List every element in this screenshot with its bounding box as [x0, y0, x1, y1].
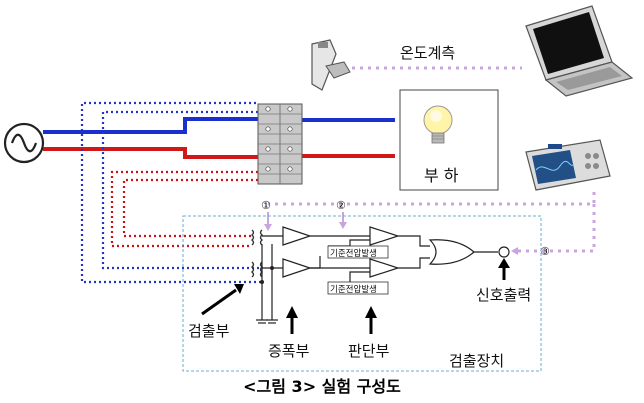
ir-thermometer-icon [311, 39, 351, 91]
current-sensor-coil-2 [250, 261, 264, 278]
comparator-2 [369, 258, 400, 278]
signal-output-arrow [498, 258, 510, 280]
reference-voltage-box-2 [327, 281, 389, 295]
temperature-measurement-label: 온도계측 [400, 44, 455, 62]
probe-3-arrow [511, 247, 518, 255]
or-gate [428, 239, 475, 265]
oscilloscope-signal-lines [268, 192, 596, 253]
detection-device-boundary [182, 215, 542, 372]
marker-1: ① [261, 199, 271, 212]
blue-supply-line [43, 117, 395, 134]
probe-1-arrow [264, 224, 272, 231]
reference-voltage-label-1: 기준전압발생 [330, 248, 377, 259]
junction-dot [260, 280, 264, 284]
detection-unit-arrow [201, 284, 244, 316]
output-node [498, 246, 510, 258]
amplifier-1 [282, 226, 312, 246]
current-sensor-coil-1 [250, 229, 264, 246]
amplifier-unit-label: 증폭부 [268, 342, 310, 360]
probe-2-arrow [339, 222, 347, 229]
marker-3: ③ [540, 245, 550, 258]
amplifier-2 [282, 258, 312, 278]
load-box [399, 89, 499, 191]
lightbulb-icon [423, 105, 453, 144]
reference-voltage-label-2: 기준전압발생 [330, 284, 377, 295]
comparator-1 [369, 226, 400, 246]
judgment-unit-label: 판단부 [348, 342, 390, 360]
judgment-unit-arrow [365, 306, 377, 334]
detection-unit-label: 검출부 [188, 322, 230, 340]
reference-voltage-box-1 [327, 245, 389, 259]
laptop-icon [525, 5, 634, 97]
terminal-block [257, 103, 303, 185]
oscilloscope-icon [525, 139, 611, 191]
red-dotted-sense-wires [110, 170, 258, 248]
red-supply-line [43, 147, 395, 159]
figure-caption: <그림 3> 실험 구성도 [243, 377, 401, 396]
ac-source-icon [3, 122, 45, 164]
amplifier-unit-arrow [286, 306, 298, 334]
load-label: 부 하 [424, 166, 459, 185]
signal-output-label: 신호출력 [476, 286, 531, 304]
junction-dot [270, 266, 274, 270]
detection-device-label: 검출장치 [449, 352, 504, 370]
blue-dotted-sense-wires [80, 101, 261, 284]
marker-2: ② [336, 199, 346, 212]
